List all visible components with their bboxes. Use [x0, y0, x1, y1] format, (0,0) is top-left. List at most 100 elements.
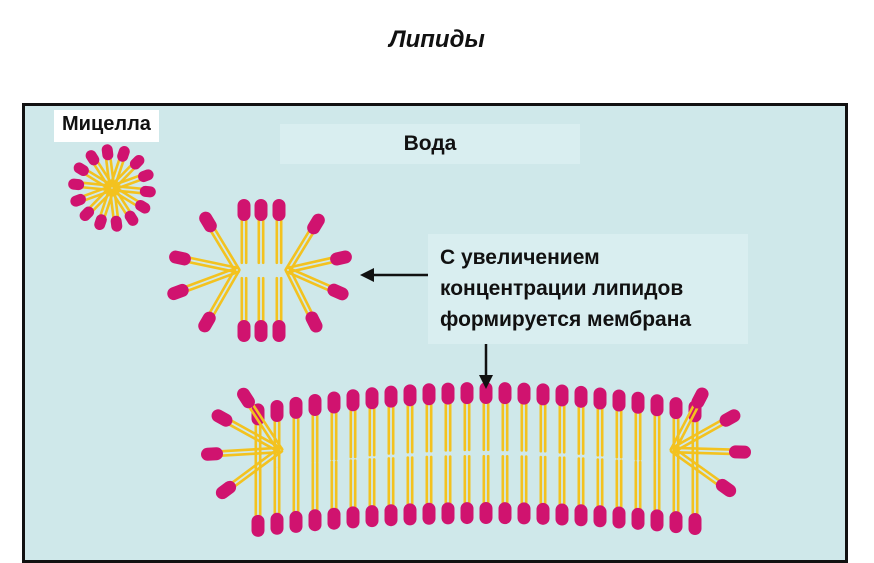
lipid-head: [422, 502, 436, 525]
arrow-left-head: [360, 268, 374, 282]
micelle: [68, 144, 156, 232]
lipid-head: [403, 503, 417, 526]
lipid-head: [289, 396, 303, 419]
arrows: [360, 268, 493, 389]
lipid-head: [650, 509, 664, 532]
caption-line-2: концентрации липидов: [440, 277, 684, 300]
lipid-head: [460, 502, 474, 525]
lipid-head: [422, 383, 436, 406]
lipid-tail: [108, 157, 121, 189]
lipid-head: [669, 397, 683, 420]
lipid-tail: [212, 269, 241, 317]
lipid-head: [691, 387, 709, 409]
lipid-head: [536, 383, 550, 406]
lipid-tail: [184, 266, 239, 289]
lipid-head: [384, 385, 398, 408]
lipid-head: [536, 502, 550, 525]
lipid-head: [139, 185, 156, 198]
lipid-tail: [111, 178, 142, 192]
water-label: Вода: [280, 124, 580, 164]
lipid-tail: [103, 187, 116, 219]
lipid-head: [346, 389, 360, 412]
lipid-head: [124, 210, 139, 226]
lipid-head: [137, 169, 154, 183]
lipid-head: [403, 384, 417, 407]
lipid-head: [237, 199, 251, 221]
lipid-head: [346, 506, 360, 529]
lipid-head: [79, 206, 95, 222]
lipid-head: [498, 382, 512, 405]
lipid-head: [327, 507, 341, 530]
lipid-tail: [284, 268, 310, 317]
lipid-head: [237, 387, 255, 409]
lipid-head: [85, 150, 100, 166]
lipid-tail: [669, 450, 719, 486]
lipid-head: [593, 505, 607, 528]
lipid-head: [129, 154, 145, 170]
lipid-tail: [213, 227, 241, 271]
lipid-head: [270, 399, 284, 422]
lipid-tail: [673, 405, 700, 454]
lipid-tail: [219, 446, 282, 453]
membrane-bilayer: [201, 382, 751, 537]
micelle-label: Мицелла: [54, 110, 159, 142]
lipid-tail: [83, 188, 115, 202]
lipid-head: [215, 480, 237, 500]
caption: С увеличением концентрации липидов форми…: [428, 234, 748, 344]
lipid-tail: [108, 163, 133, 189]
lipid-head: [198, 311, 216, 333]
caption-line-3: формируется мембрана: [440, 308, 692, 331]
lipid-head: [199, 211, 217, 233]
lipid-head: [384, 504, 398, 527]
lipid-head: [135, 199, 151, 214]
lipid-illustration: [68, 144, 751, 537]
lipid-tail: [284, 229, 311, 271]
lipid-head: [94, 214, 107, 230]
bilayer-fragment: [167, 199, 352, 342]
lipid-head: [574, 385, 588, 408]
lipid-head: [517, 502, 531, 525]
lipid-tail: [251, 402, 284, 451]
diagram-title: Липиды: [389, 26, 485, 53]
lipid-head: [327, 283, 349, 301]
lipid-head: [254, 199, 268, 221]
caption-line-1: С увеличением: [440, 246, 600, 269]
lipid-head: [441, 382, 455, 405]
lipid-head: [365, 505, 379, 528]
lipid-head: [555, 503, 569, 526]
lipid-head: [330, 250, 352, 266]
lipid-head: [270, 512, 284, 535]
lipid-tail: [288, 267, 314, 315]
lipid-head: [479, 382, 493, 405]
lipid-head: [365, 387, 379, 410]
lipid-head: [650, 394, 664, 417]
lipid-head: [251, 514, 265, 537]
lipid-head: [327, 391, 341, 414]
lipid-head: [517, 382, 531, 405]
lipid-head: [308, 394, 322, 417]
lipid-head: [272, 320, 286, 342]
lipid-tail: [208, 266, 237, 315]
lipid-head: [631, 507, 645, 530]
lipid-head: [715, 478, 737, 498]
lipid-head: [289, 510, 303, 533]
lipid-head: [308, 509, 322, 532]
arrow-down-head: [479, 375, 493, 389]
lipid-tail: [109, 174, 141, 188]
lipid-head: [70, 193, 87, 207]
lipid-tail: [84, 173, 113, 192]
lipid-head: [211, 409, 233, 427]
lipid-tail: [285, 256, 334, 270]
lipid-head: [68, 178, 85, 191]
lipid-tail: [187, 256, 240, 270]
lipid-head: [688, 513, 702, 536]
lipid-tail: [233, 449, 284, 488]
lipid-head: [631, 391, 645, 414]
lipid-head: [307, 213, 325, 235]
lipid-head: [460, 382, 474, 405]
lipid-tail: [669, 403, 696, 451]
lipid-tail: [286, 266, 333, 288]
lipid-tail: [672, 446, 722, 483]
lipid-head: [117, 146, 130, 162]
lipid-head: [441, 502, 455, 525]
